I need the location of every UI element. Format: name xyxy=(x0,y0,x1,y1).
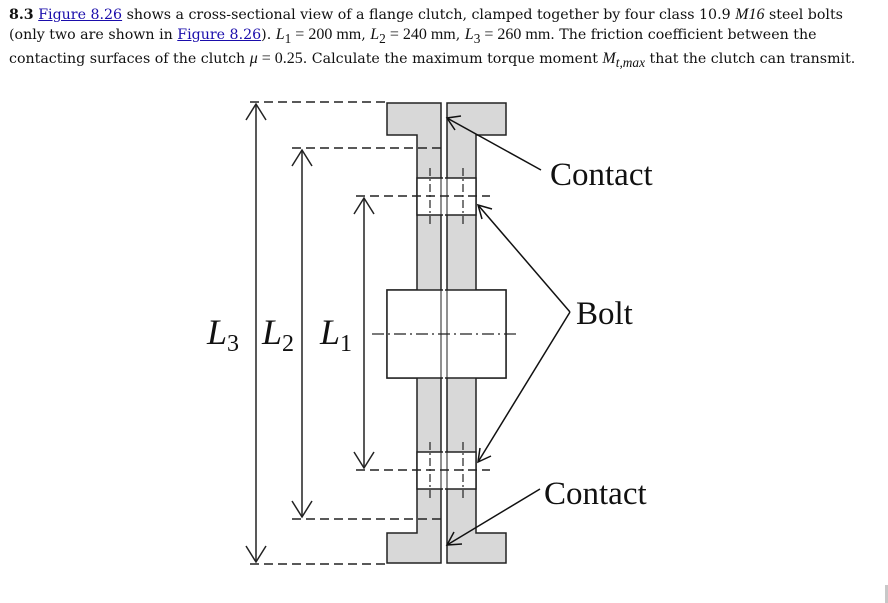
label-contact-bottom: Contact xyxy=(544,476,647,512)
problem-text-part: ). xyxy=(261,27,276,43)
l2-value: L2 = 240 mm xyxy=(370,26,456,47)
problem-text-part: . The friction coefficient between the c… xyxy=(9,27,817,68)
bolt-center-lines xyxy=(429,168,464,499)
problem-text-part: . Calculate the maximum torque moment xyxy=(302,51,603,68)
bolt-leader-top xyxy=(477,204,571,313)
label-contact-top: Contact xyxy=(550,157,653,193)
scrollbar[interactable] xyxy=(885,585,888,603)
l1-value: L1 = 200 mm xyxy=(275,26,362,47)
bolt-spec: M16 xyxy=(735,6,765,23)
l3-value: L3 = 260 mm xyxy=(464,26,551,47)
label-bolt: Bolt xyxy=(576,296,633,332)
torque-symbol: Mt,max xyxy=(602,50,645,71)
gap-edges xyxy=(440,103,448,563)
problem-text: 8.3 Figure 8.26 shows a cross-sectional … xyxy=(9,6,856,71)
problem-number: 8.3 xyxy=(9,7,34,23)
label-l2: L2 xyxy=(261,312,294,357)
figure-link-2[interactable]: Figure 8.26 xyxy=(177,27,262,43)
figure-link[interactable]: Figure 8.26 xyxy=(38,7,123,23)
leader-lines xyxy=(445,115,571,546)
label-l3: L3 xyxy=(206,312,239,357)
contact-bottom-leader xyxy=(446,488,541,546)
mu-value: μ = 0.25 xyxy=(249,50,303,68)
dimension-lines xyxy=(245,102,375,564)
contact-top-leader xyxy=(446,117,542,171)
problem-text-part: shows a cross-sectional view of a flange… xyxy=(122,7,736,23)
problem-text-part: steel bolts (only two are shown in xyxy=(9,7,843,43)
problem-text-part: that the clutch can transmit. xyxy=(645,51,856,68)
dimension-dashes xyxy=(250,101,490,565)
figure-labels: Contact Bolt Contact L3 L2 L1 xyxy=(206,157,653,512)
bolt-leader-bottom xyxy=(477,311,571,463)
label-l1: L1 xyxy=(319,312,352,357)
